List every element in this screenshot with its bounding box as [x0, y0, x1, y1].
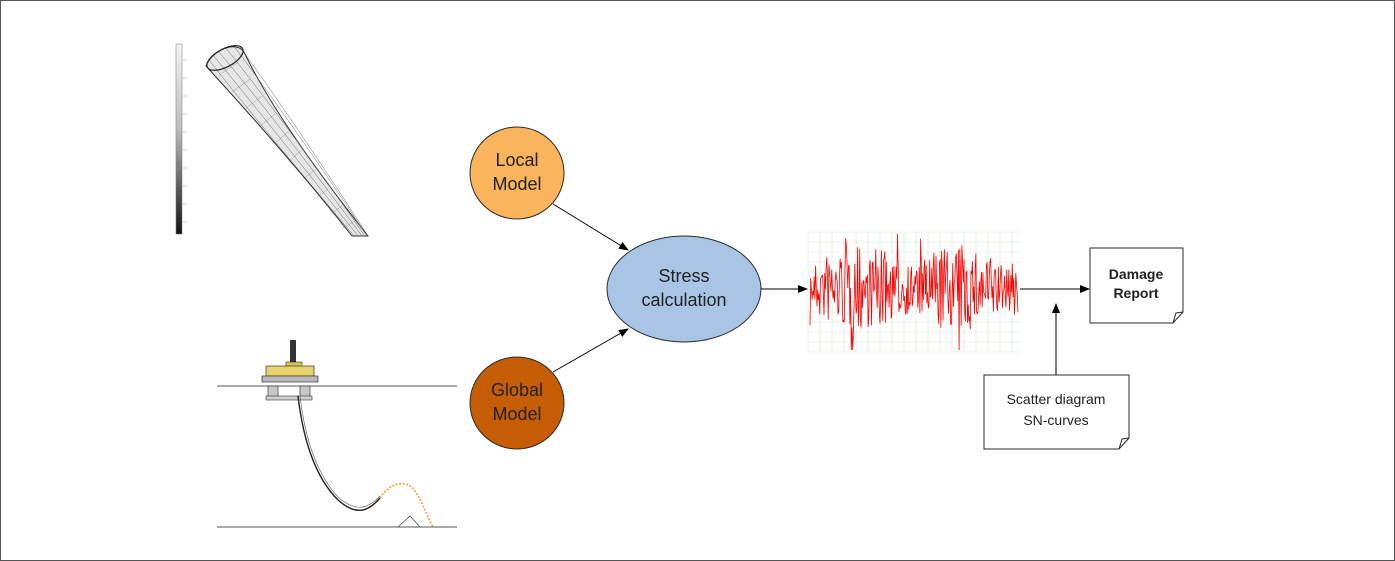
damage-report-document: Damage Report: [1089, 247, 1184, 324]
local-model-label-line1: Local: [495, 150, 538, 170]
inputs-note-document: Scatter diagram SN-curves: [983, 374, 1130, 450]
touchdown-anchor: [397, 515, 421, 528]
stress-legend-bar: [175, 43, 183, 235]
global-model-label-line1: Global: [491, 380, 543, 400]
global-model-image: [217, 340, 457, 528]
local-model-image: [168, 36, 382, 238]
inputs-note-label-line2: SN-curves: [1023, 412, 1088, 428]
arrow-local-to-stress: [552, 203, 629, 251]
damage-report-label-line1: Damage: [1109, 266, 1164, 282]
stress-calculation-node: Stress calculation: [606, 235, 762, 343]
inputs-note-label-line1: Scatter diagram: [1007, 391, 1106, 407]
global-model-node: Global Model: [469, 356, 565, 450]
damage-report-label-line2: Report: [1113, 285, 1158, 301]
arrow-global-to-stress: [552, 328, 629, 373]
stress-calculation-label-line1: Stress: [658, 266, 709, 286]
legend-ticks: [183, 59, 187, 223]
riser-catenary: [297, 395, 381, 511]
floating-platform: [261, 340, 319, 401]
stress-signal-trace: [809, 233, 1019, 351]
buoyancy-section: [379, 482, 434, 528]
global-model-label-line2: Model: [492, 404, 541, 424]
local-model-node: Local Model: [469, 126, 565, 220]
stress-time-series-image: [807, 231, 1019, 353]
stress-calculation-label-line2: calculation: [641, 290, 726, 310]
local-model-label-line2: Model: [492, 174, 541, 194]
